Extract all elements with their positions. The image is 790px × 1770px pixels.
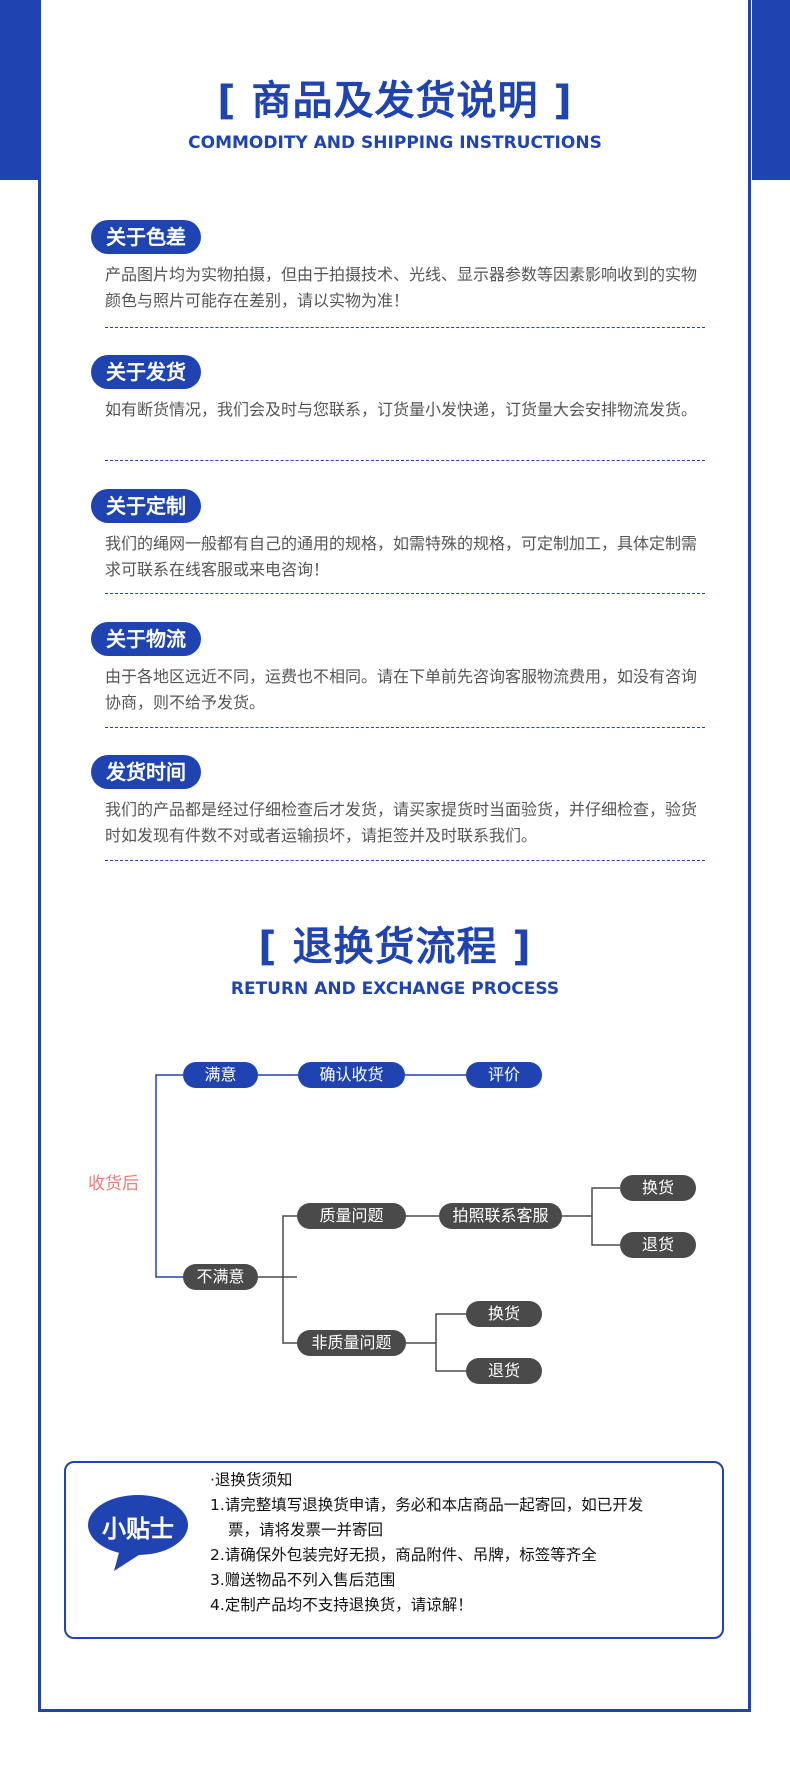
info-item-shipping: 关于发货 如有断货情况，我们会及时与您联系，订货量小发快递，订货量大会安排物流发… [91,355,706,423]
info-item-delivery-time: 发货时间 我们的产品都是经过仔细检查后才发货，请买家提货时当面验货，并仔细检查，… [91,755,706,849]
item-label: 关于物流 [91,622,201,656]
tips-badge-label: 小贴士 [102,1515,174,1543]
flow-node-photo-contact: 拍照联系客服 [439,1203,562,1229]
section-subtitle-return: RETURN AND EXCHANGE PROCESS [230,979,560,999]
tips-line: 3.赠送物品不列入售后范围 [210,1571,396,1589]
flow-node-exchange: 换货 [466,1301,542,1327]
section-title-return: [ 退换货流程 ] [258,924,532,970]
item-text: 我们的绳网一般都有自己的通用的规格，如需特殊的规格，可定制加工，具体定制需求可联… [105,534,698,579]
flow-node-confirm-receipt: 确认收货 [298,1062,405,1088]
item-text: 我们的产品都是经过仔细检查后才发货，请买家提货时当面验货，并仔细检查，验货时如发… [105,800,698,845]
tips-line: 2.请确保外包装完好无损，商品附件、吊牌，标签等齐全 [210,1546,597,1564]
divider [105,593,705,594]
flow-node-non-quality-issue: 非质量问题 [297,1330,406,1356]
info-item-color: 关于色差 产品图片均为实物拍摄，但由于拍摄技术、光线、显示器参数等因素影响收到的… [91,220,706,314]
left-accent-band [0,0,38,180]
section-subtitle-shipping: COMMODITY AND SHIPPING INSTRUCTIONS [188,133,602,153]
info-item-custom: 关于定制 我们的绳网一般都有自己的通用的规格，如需特殊的规格，可定制加工，具体定… [91,489,706,583]
item-label: 关于发货 [91,355,201,389]
flow-node-quality-issue: 质量问题 [297,1203,406,1229]
tips-line: 1.请完整填写退换货申请，务必和本店商品一起寄回，如已开发 [210,1496,644,1514]
tips-heading: ·退换货须知 [210,1471,293,1489]
flow-node-return: 退货 [466,1358,542,1384]
flow-node-review: 评价 [466,1062,542,1088]
tips-line: 4.定制产品均不支持退换货，请谅解！ [210,1596,473,1614]
divider [105,727,705,728]
tips-list: ·退换货须知 1.请完整填写退换货申请，务必和本店商品一起寄回，如已开发 票，请… [210,1468,710,1618]
item-text: 产品图片均为实物拍摄，但由于拍摄技术、光线、显示器参数等因素影响收到的实物颜色与… [105,265,698,310]
item-label: 关于色差 [91,220,201,254]
flow-node-exchange: 换货 [620,1175,696,1201]
content-frame [38,0,751,1712]
item-label: 发货时间 [91,755,201,789]
item-text: 如有断货情况，我们会及时与您联系，订货量小发快递，订货量大会安排物流发货。 [105,400,698,419]
item-label: 关于定制 [91,489,201,523]
tips-line: 票，请将发票一并寄回 [228,1521,384,1539]
info-item-logistics: 关于物流 由于各地区远近不同，运费也不相同。请在下单前先咨询客服物流费用，如没有… [91,622,706,716]
divider [105,327,705,328]
right-accent-band [752,0,790,180]
tips-box [64,1461,724,1639]
flow-node-return: 退货 [620,1232,696,1258]
divider [105,460,705,461]
section-title-shipping: [ 商品及发货说明 ] [217,78,573,124]
flow-node-satisfied: 满意 [183,1062,258,1088]
flow-node-unsatisfied: 不满意 [183,1264,258,1290]
flow-root-label: 收货后 [88,1174,139,1194]
divider [105,860,705,861]
item-text: 由于各地区远近不同，运费也不相同。请在下单前先咨询客服物流费用，如没有咨询协商，… [105,667,698,712]
tips-badge-bubble [88,1495,188,1571]
